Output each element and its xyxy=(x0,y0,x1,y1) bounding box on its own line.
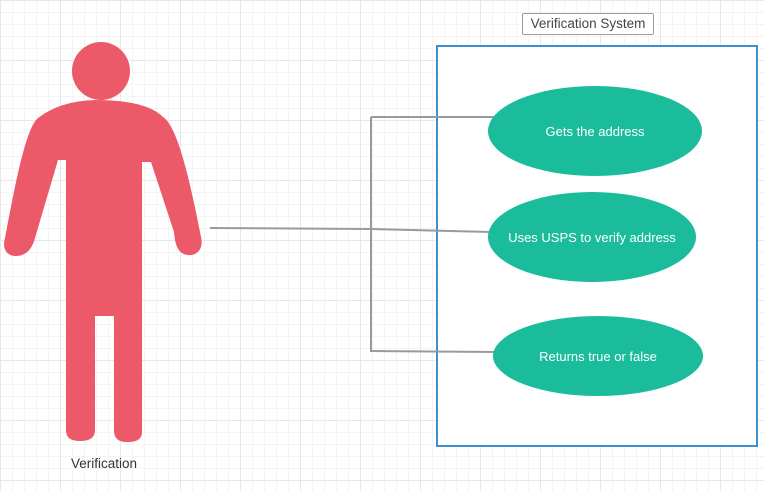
connectors xyxy=(209,116,499,353)
connector-to-uses-usps[interactable] xyxy=(370,228,491,233)
use-case-uses-usps[interactable]: Uses USPS to verify address xyxy=(488,192,696,282)
actor-label: Verification xyxy=(70,456,138,471)
use-case-label: Gets the address xyxy=(546,124,645,139)
connector-actor-to-branch[interactable] xyxy=(209,227,372,230)
use-case-ellipse xyxy=(493,316,703,396)
actor-figure[interactable] xyxy=(4,42,202,442)
connector-to-returns[interactable] xyxy=(370,350,499,353)
use-case-ellipse xyxy=(488,86,702,176)
use-case-ellipse xyxy=(488,192,696,282)
actor-head xyxy=(72,42,130,100)
use-case-label: Returns true or false xyxy=(539,349,657,364)
system-title[interactable]: Verification System xyxy=(522,13,654,35)
use-case-gets-address[interactable]: Gets the address xyxy=(488,86,702,176)
use-case-label: Uses USPS to verify address xyxy=(508,230,676,245)
actor-body xyxy=(4,100,202,442)
use-case-returns-true-false[interactable]: Returns true or false xyxy=(493,316,703,396)
